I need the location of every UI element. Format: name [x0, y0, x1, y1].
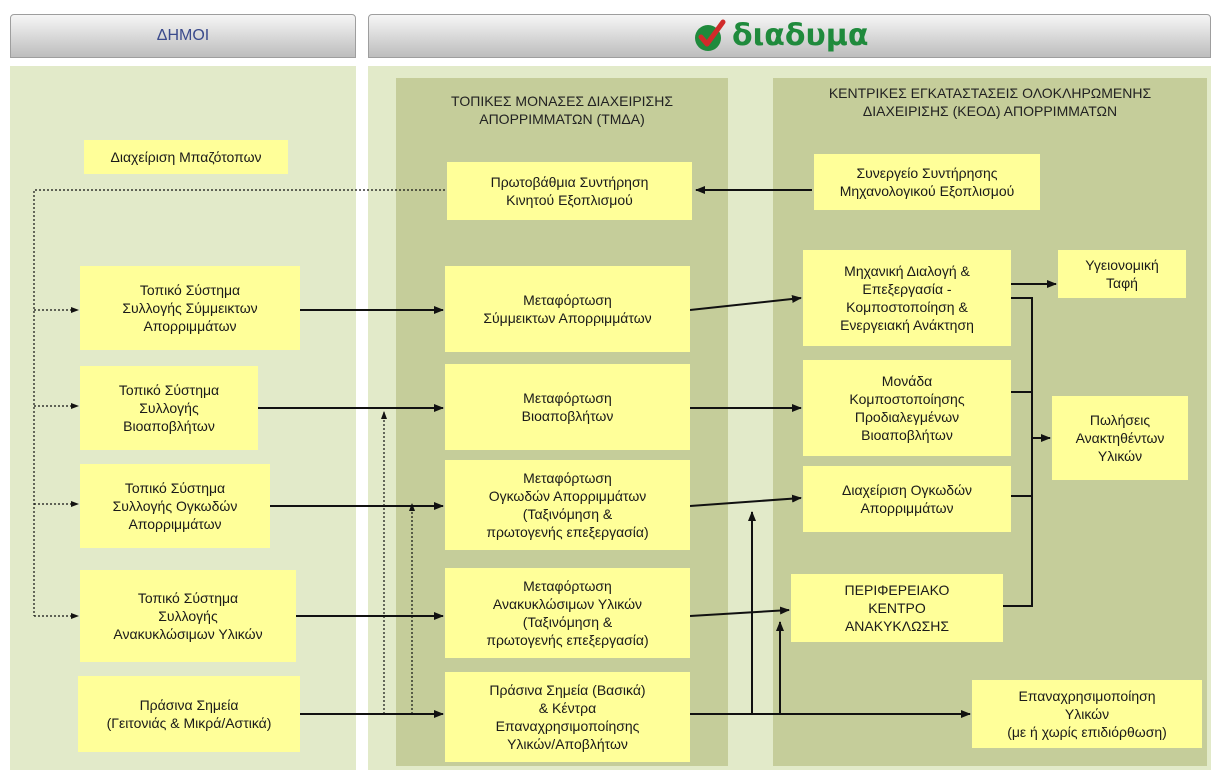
box-mechanical-sorting: Μηχανική Διαλογή & Επεξεργασία - Κομποστ…	[803, 250, 1011, 346]
box-green-points-local: Πράσινα Σημεία (Γειτονιάς & Μικρά/Αστικά…	[78, 676, 300, 752]
box-oversized-transfer: Μεταφόρτωση Ογκωδών Απορριμμάτων (Ταξινό…	[445, 460, 690, 550]
box-maintenance-workshop: Συνεργείο Συντήρησης Μηχανολογικού Εξοπλ…	[814, 154, 1040, 210]
box-oversized-management: Διαχείριση Ογκωδών Απορριμμάτων	[803, 466, 1011, 532]
box-sales-recovered: Πωλήσεις Ανακτηθέντων Υλικών	[1052, 396, 1188, 480]
box-recyclables-transfer: Μεταφόρτωση Ανακυκλώσιμων Υλικών (Ταξινό…	[445, 568, 690, 658]
keod-column-title: ΚΕΝΤΡΙΚΕΣ ΕΓΚΑΤΑΣΤΑΣΕΙΣ ΟΛΟΚΛΗΡΩΜΕΝΗΣ ΔΙ…	[828, 85, 1152, 119]
box-primary-maintenance: Πρωτοβάθμια Συντήρηση Κινητού Εξοπλισμού	[447, 162, 692, 220]
diadyma-logo: διαδυμα	[692, 16, 892, 56]
box-green-points-main: Πράσινα Σημεία (Βασικά) & Κέντρα Επαναχρ…	[445, 672, 690, 762]
logo-check-icon	[695, 19, 726, 51]
box-mixed-transfer: Μεταφόρτωση Σύμμεικτων Απορριμμάτων	[445, 266, 690, 352]
logo-text: διαδυμα	[732, 18, 869, 53]
regional-header	[368, 14, 1211, 58]
municipalities-header-label: ΔΗΜΟΙ	[156, 27, 210, 44]
box-reuse-materials: Επαναχρησιμοποίηση Υλικών (με ή χωρίς επ…	[972, 680, 1202, 748]
box-local-bio-collection: Τοπικό Σύστημα Συλλογής Βιοαποβλήτων	[80, 366, 258, 450]
box-biowaste-composting: Μονάδα Κομποστοποίησης Προδιαλεγμένων Βι…	[803, 360, 1011, 456]
tmda-column-title: ΤΟΠΙΚΕΣ ΜΟΝΑΣΕΣ ΔΙΑΧΕΙΡΙΣΗΣ ΑΠΟΡΡΙΜΜΑΤΩΝ…	[451, 93, 673, 127]
box-sanitary-landfill: Υγειονομική Ταφή	[1058, 250, 1186, 298]
box-bio-transfer: Μεταφόρτωση Βιοαποβλήτων	[445, 364, 690, 450]
municipalities-header: ΔΗΜΟΙ	[10, 14, 356, 58]
box-local-oversized-collection: Τοπικό Σύστημα Συλλογής Ογκωδών Απορριμμ…	[80, 464, 270, 548]
box-rubble-management: Διαχείριση Μπαζότοπων	[84, 140, 288, 174]
box-local-recyclables-collection: Τοπικό Σύστημα Συλλογής Ανακυκλώσιμων Υλ…	[80, 570, 296, 662]
box-local-mixed-collection: Τοπικό Σύστημα Συλλογής Σύμμεικτων Απορρ…	[80, 266, 300, 350]
box-regional-recycling-center: ΠΕΡΙΦΕΡΕΙΑΚΟ ΚΕΝΤΡΟ ΑΝΑΚΥΚΛΩΣΗΣ	[791, 574, 1003, 642]
